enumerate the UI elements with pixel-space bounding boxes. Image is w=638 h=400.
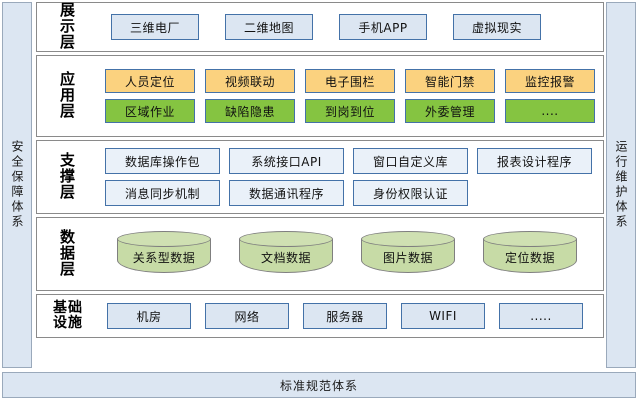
cylinder-top-icon <box>117 231 211 247</box>
layer-infrastructure-body: 机房 网络 服务器 WIFI ..... <box>99 295 603 337</box>
layer-infrastructure-char-0: 基础 <box>53 300 83 317</box>
node-electronic-fence[interactable]: 电子围栏 <box>305 69 395 93</box>
cylinder-location-data[interactable]: 定位数据 <box>483 231 577 277</box>
node-application-more[interactable]: .... <box>505 99 595 123</box>
node-report-design-program[interactable]: 报表设计程序 <box>477 148 592 174</box>
side-band-operations-label: 运行维护体系 <box>614 140 628 230</box>
node-server[interactable]: 服务器 <box>303 303 387 329</box>
layer-presentation-row-0: 三维电厂 二维地图 手机APP 虚拟现实 <box>101 14 597 40</box>
cylinder-relational-data-label: 关系型数据 <box>132 250 196 265</box>
layer-support-row-0: 数据库操作包 系统接口API 窗口自定义库 报表设计程序 <box>101 148 597 174</box>
node-video-linkage[interactable]: 视频联动 <box>205 69 295 93</box>
layer-support-char-1: 撑 <box>59 167 76 186</box>
layer-application-char-2: 层 <box>59 101 76 120</box>
cylinder-location-data-label: 定位数据 <box>504 250 555 265</box>
layer-support-char-2: 层 <box>59 182 76 201</box>
layer-data-char-2: 层 <box>59 259 76 278</box>
layer-application-row-1: 区域作业 缺陷隐患 到岗到位 外委管理 .... <box>101 99 597 123</box>
cylinder-document-data[interactable]: 文档数据 <box>239 231 333 277</box>
cylinder-top-icon <box>483 231 577 247</box>
layer-support-body: 数据库操作包 系统接口API 窗口自定义库 报表设计程序 消息同步机制 数据通讯… <box>99 141 603 213</box>
layer-infrastructure-label: 基础 设施 <box>37 301 99 330</box>
bottom-band-standards-label: 标准规范体系 <box>279 378 358 393</box>
node-window-custom-library[interactable]: 窗口自定义库 <box>353 148 468 174</box>
layer-stack: 展 示 层 三维电厂 二维地图 手机APP 虚拟现实 应 用 <box>36 2 604 368</box>
layer-presentation-char-1: 示 <box>59 17 76 36</box>
node-personnel-positioning[interactable]: 人员定位 <box>105 69 195 93</box>
node-defect-hazard[interactable]: 缺陷隐患 <box>205 99 295 123</box>
layer-presentation: 展 示 层 三维电厂 二维地图 手机APP 虚拟现实 <box>36 2 604 52</box>
node-outsourcing-management[interactable]: 外委管理 <box>405 99 495 123</box>
node-monitoring-alarm[interactable]: 监控报警 <box>505 69 595 93</box>
side-band-security-label: 安全保障体系 <box>10 140 24 230</box>
bottom-band-standards: 标准规范体系 <box>2 372 636 398</box>
layer-data-row-0: 关系型数据 文档数据 图片数据 定位数据 <box>101 231 597 277</box>
node-2d-map[interactable]: 二维地图 <box>225 14 313 40</box>
layer-application: 应 用 层 人员定位 视频联动 电子围栏 智能门禁 监控报警 区域作业 缺陷隐患… <box>36 55 604 137</box>
layer-support: 支 撑 层 数据库操作包 系统接口API 窗口自定义库 报表设计程序 消息同步机… <box>36 140 604 214</box>
layer-infrastructure-row-0: 机房 网络 服务器 WIFI ..... <box>101 303 597 329</box>
layer-presentation-label: 展 示 层 <box>37 3 99 50</box>
node-machine-room[interactable]: 机房 <box>107 303 191 329</box>
cylinder-image-data-label: 图片数据 <box>382 250 433 265</box>
side-band-operations: 运行维护体系 <box>606 2 636 368</box>
node-infrastructure-more[interactable]: ..... <box>499 303 583 329</box>
cylinder-top-icon <box>361 231 455 247</box>
node-database-operation-package[interactable]: 数据库操作包 <box>105 148 220 174</box>
layer-application-char-1: 用 <box>59 86 76 105</box>
layer-support-row-1: 消息同步机制 数据通讯程序 身份权限认证 <box>101 180 597 206</box>
node-area-operation[interactable]: 区域作业 <box>105 99 195 123</box>
layer-presentation-body: 三维电厂 二维地图 手机APP 虚拟现实 <box>99 3 603 51</box>
layer-infrastructure: 基础 设施 机房 网络 服务器 WIFI ..... <box>36 294 604 338</box>
cylinder-document-data-label: 文档数据 <box>260 250 311 265</box>
node-virtual-reality[interactable]: 虚拟现实 <box>453 14 541 40</box>
layer-support-char-0: 支 <box>59 151 76 170</box>
layer-data-body: 关系型数据 文档数据 图片数据 定位数据 <box>99 218 603 290</box>
cylinder-relational-data[interactable]: 关系型数据 <box>117 231 211 277</box>
layer-application-body: 人员定位 视频联动 电子围栏 智能门禁 监控报警 区域作业 缺陷隐患 到岗到位 … <box>99 56 603 136</box>
layer-data-char-0: 数 <box>59 228 76 247</box>
node-message-sync-mechanism[interactable]: 消息同步机制 <box>105 180 220 206</box>
node-3d-plant[interactable]: 三维电厂 <box>111 14 199 40</box>
node-wifi[interactable]: WIFI <box>401 303 485 329</box>
layer-data: 数 据 层 关系型数据 文档数据 <box>36 217 604 291</box>
layer-presentation-char-2: 层 <box>59 32 76 51</box>
node-system-interface-api[interactable]: 系统接口API <box>229 148 344 174</box>
layer-presentation-char-0: 展 <box>59 1 76 20</box>
layer-infrastructure-char-1: 设施 <box>53 315 83 331</box>
layer-data-label: 数 据 层 <box>37 230 99 277</box>
node-network[interactable]: 网络 <box>205 303 289 329</box>
layer-support-label: 支 撑 层 <box>37 153 99 200</box>
node-data-communication-program[interactable]: 数据通讯程序 <box>229 180 344 206</box>
layer-application-char-0: 应 <box>59 70 76 89</box>
layer-application-row-0: 人员定位 视频联动 电子围栏 智能门禁 监控报警 <box>101 69 597 93</box>
side-band-security: 安全保障体系 <box>2 2 32 368</box>
node-post-attendance[interactable]: 到岗到位 <box>305 99 395 123</box>
node-identity-permission-auth[interactable]: 身份权限认证 <box>353 180 468 206</box>
cylinder-image-data[interactable]: 图片数据 <box>361 231 455 277</box>
layer-application-label: 应 用 层 <box>37 72 99 119</box>
cylinder-top-icon <box>239 231 333 247</box>
node-mobile-app[interactable]: 手机APP <box>339 14 427 40</box>
node-smart-access-control[interactable]: 智能门禁 <box>405 69 495 93</box>
layer-data-char-1: 据 <box>59 244 76 263</box>
